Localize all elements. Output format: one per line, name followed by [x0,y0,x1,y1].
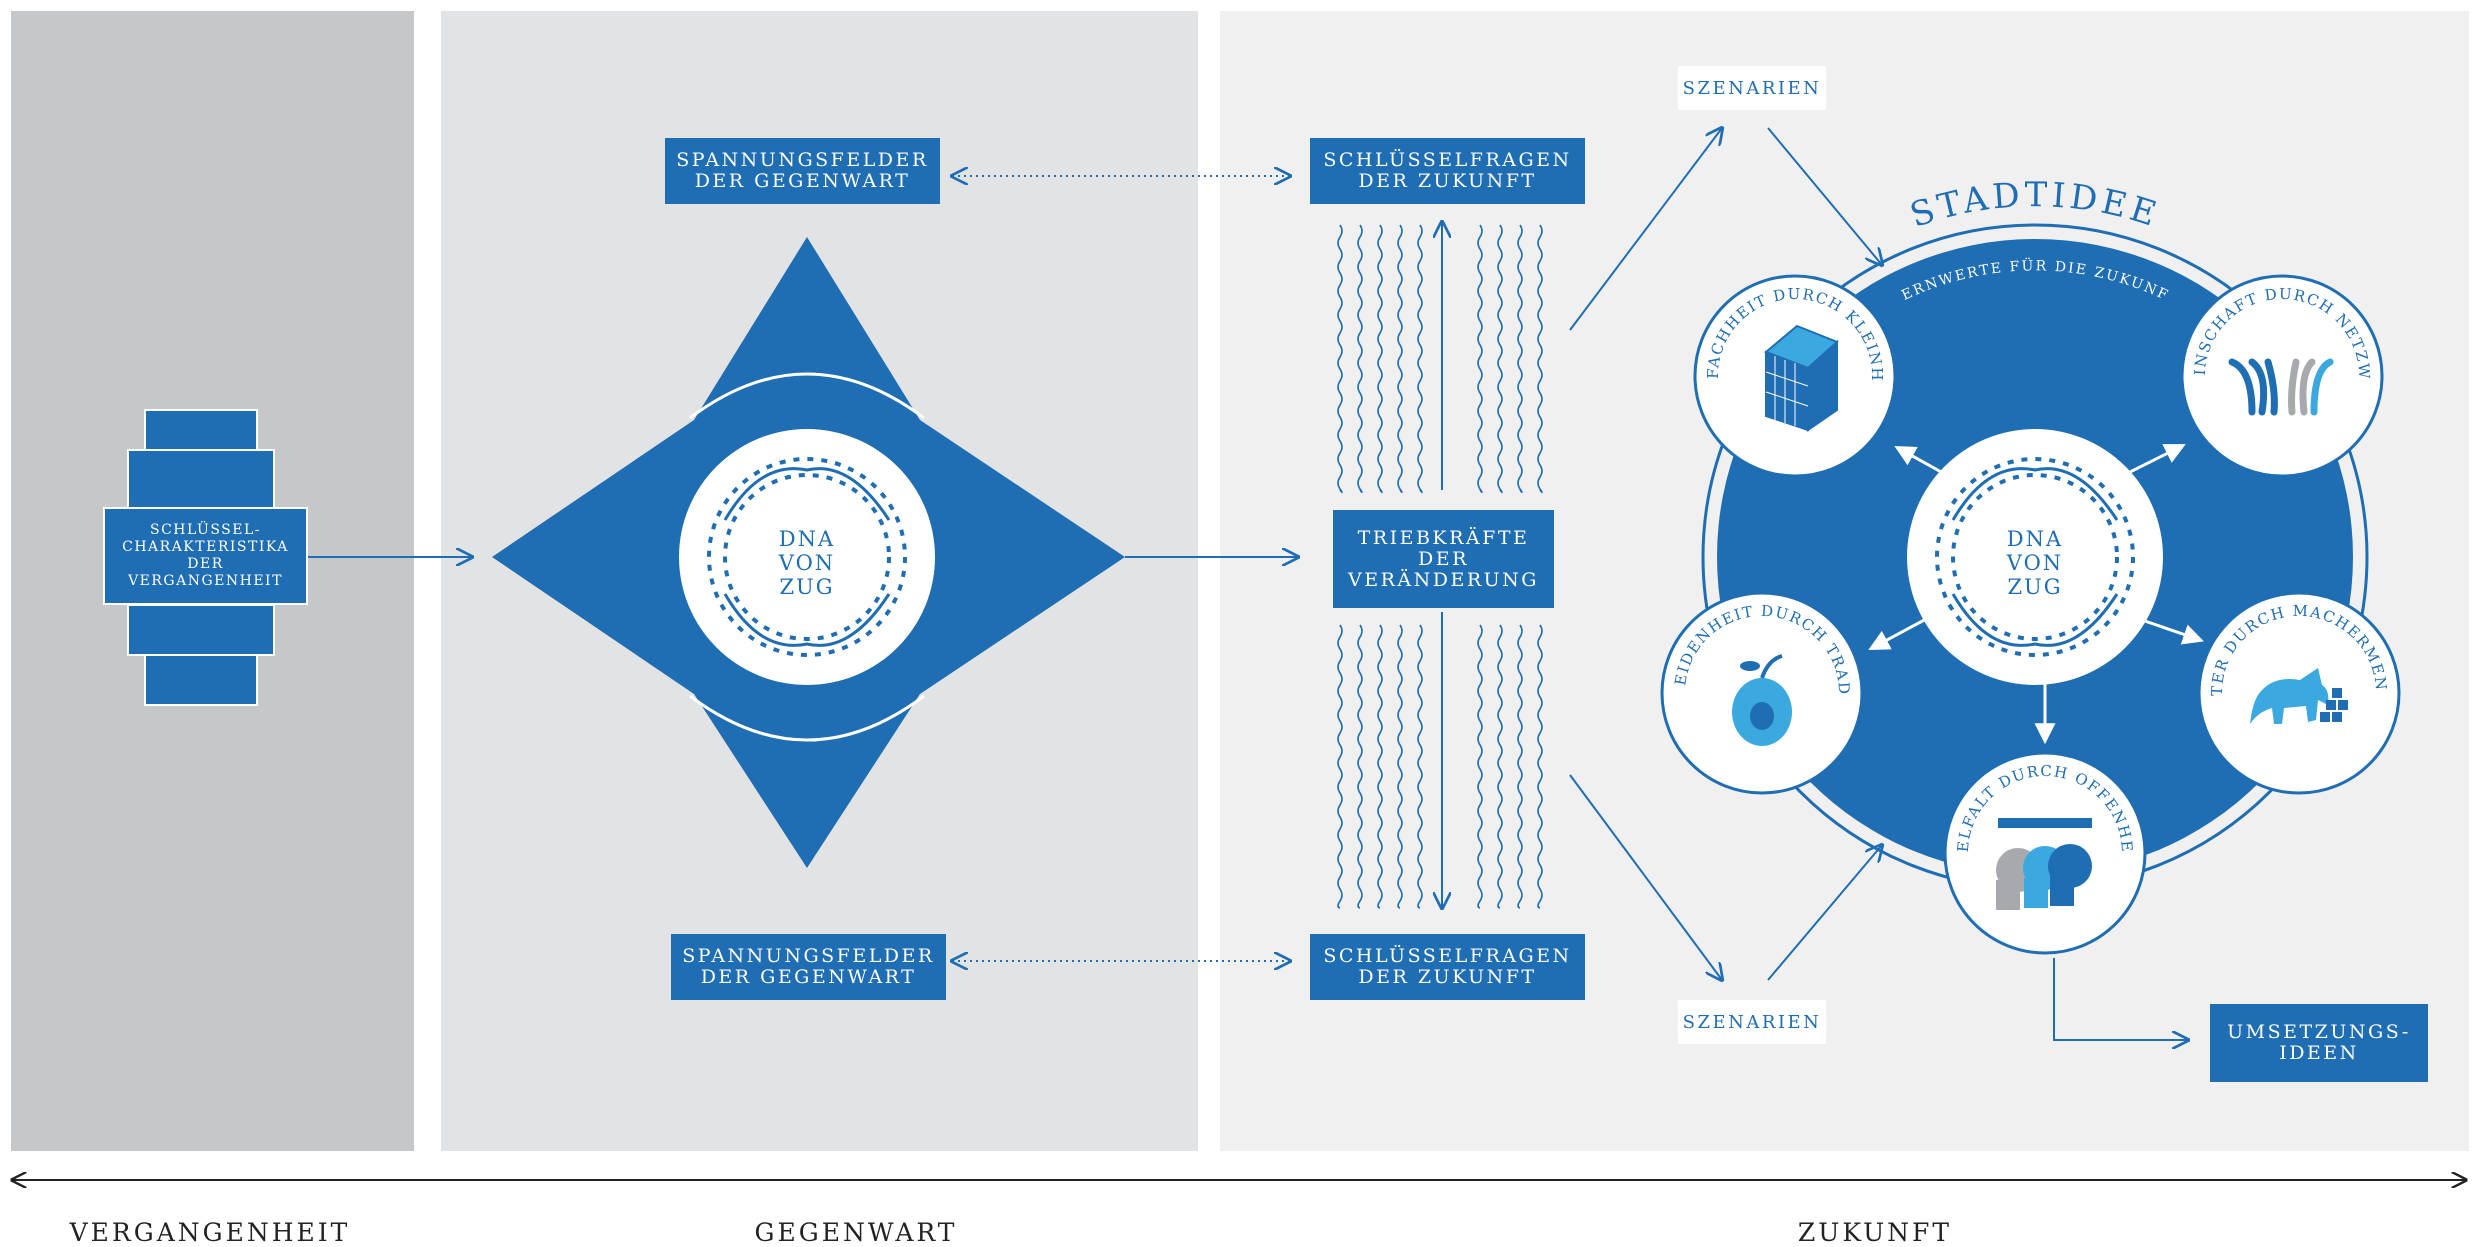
hands-icon [2228,358,2334,416]
wave-line [1337,224,1343,494]
heads-icon [1996,818,2092,910]
wave-line [1497,224,1503,494]
wave-line [1517,624,1523,909]
label-past: VERGANGENHEIT [69,1218,351,1247]
past-stack [127,409,275,706]
value-label: VIELFALT DURCH OFFENHEIT [0,0,2135,854]
wave-line [1397,224,1403,494]
wavy-lines [1337,224,1543,909]
fox-icon [2250,668,2348,724]
wave-line [1417,224,1423,494]
label-future: ZUKUNFT [1797,1218,1953,1247]
city-idea-circle [1660,223,2401,955]
apple-icon [1732,654,1792,746]
wave-line [1337,624,1343,909]
scenarios-top: SZENARIEN [1678,66,1826,110]
wave-line [1357,624,1363,909]
label-present: GEGENWART [754,1218,958,1247]
city-idea-subtitle: KERNWERTE FÜR DIE ZUKUNFT [0,0,2172,304]
house-icon [1764,324,1839,432]
implementation-ideas: UMSETZUNGS-IDEEN [2210,1004,2428,1082]
wave-line [1537,624,1543,909]
wave-line [1497,624,1503,909]
wave-line [1397,624,1403,909]
wave-line [1377,224,1383,494]
wave-line [1477,224,1483,494]
wave-line [1377,624,1383,909]
present-star [492,237,1125,868]
scenarios-bottom: SZENARIEN [1678,1000,1826,1044]
value-label: EINFACHHEIT DURCH KLEINHEIT [0,0,1886,382]
wave-line [1517,224,1523,494]
wave-line [1477,624,1483,909]
city-idea-title: STADTIDEE [1905,175,2164,236]
past-characteristics-box: SCHLÜSSEL- CHARAKTERISTIKA DER VERGANGEN… [103,507,308,605]
wave-line [1537,224,1543,494]
wave-line [1417,624,1423,909]
wave-line [1357,224,1363,494]
